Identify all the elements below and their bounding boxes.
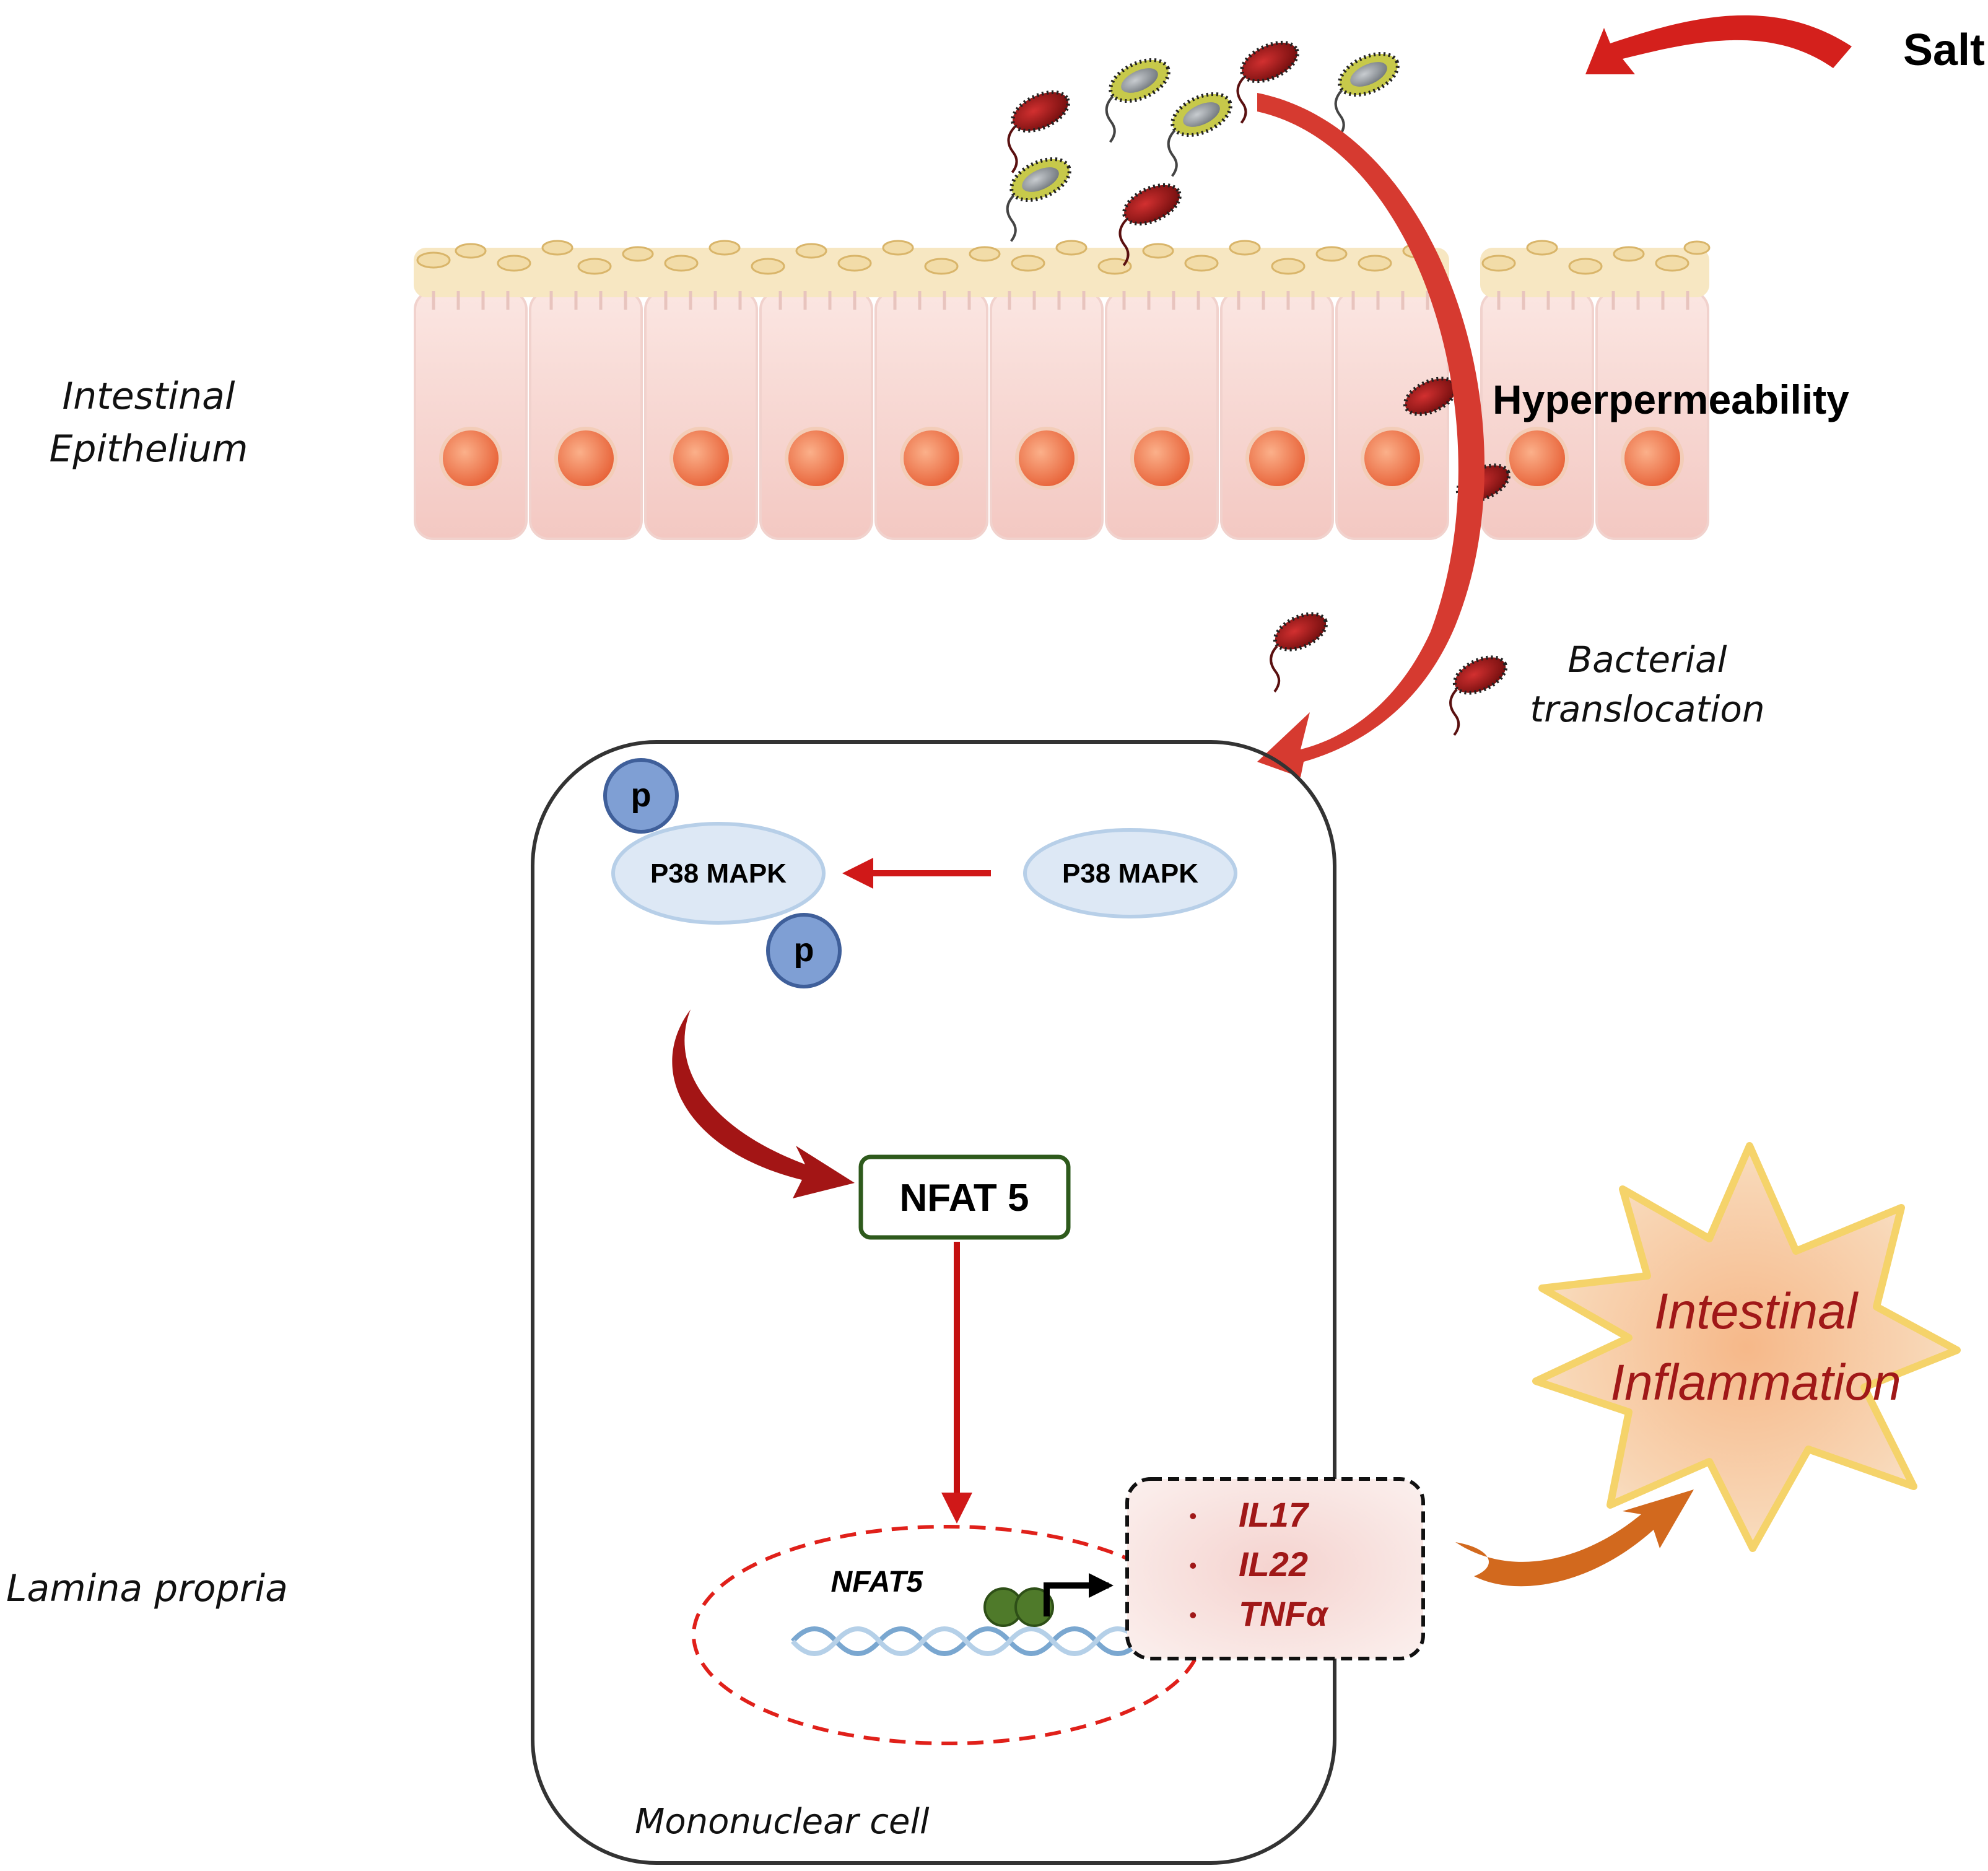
intestinal-epithelium-label-line1: Intestinal: [62, 375, 235, 418]
cytokine-bullet: •: [1189, 1503, 1197, 1529]
bacterial-translocation-label-line1: Bacterial: [1567, 639, 1727, 681]
bacterium-gray-icon: [1006, 157, 1071, 242]
bacterium-red-icon: [1118, 183, 1182, 266]
nucleus: [1506, 427, 1569, 490]
nucleus: [1621, 427, 1684, 490]
nfat5-box: [858, 1154, 1071, 1240]
cytokine-bullet: •: [1189, 1602, 1197, 1628]
epithelial-cell: [1105, 290, 1219, 540]
p38-mapk-inactive-label: P38 MAPK: [1062, 858, 1198, 889]
transcription-start-arrow: [1044, 1573, 1114, 1616]
activation-arrow: [672, 1010, 855, 1198]
nucleus: [1245, 427, 1309, 490]
mononuclear-cell: [531, 740, 1336, 1865]
epithelial-nuclei: [439, 427, 1684, 490]
bacterium-red-icon: [1007, 90, 1070, 173]
epithelial-cell: [644, 290, 758, 540]
nucleus: [1015, 427, 1078, 490]
p38-mapk-active-label: P38 MAPK: [650, 858, 787, 889]
mononuclear-cell-label: Mononuclear cell: [635, 1802, 930, 1842]
epithelial-cell: [1335, 290, 1449, 540]
cytokine-il17: IL17: [1239, 1495, 1310, 1534]
epithelial-cell: [529, 290, 643, 540]
cytokine-bullet: •: [1189, 1553, 1197, 1578]
bacterium-gray-icon: [1334, 51, 1400, 137]
dna-helix-icon: [790, 1626, 1142, 1656]
phospho-group-bottom: [766, 913, 842, 988]
cytokine-il22: IL22: [1239, 1545, 1308, 1584]
nfat5-gene-label: NFAT5: [831, 1566, 924, 1598]
hyperpermeability-label: Hyperpermeability: [1493, 377, 1849, 422]
nucleus: [439, 427, 502, 490]
intestinal-epithelium-label-line2: Epithelium: [50, 427, 248, 471]
nucleus: [785, 427, 848, 490]
bacterium-red-icon: [1236, 40, 1299, 124]
phospho-top-label: p: [631, 777, 652, 814]
phospho-bottom-label: p: [794, 931, 814, 969]
lamina-propria-label: Lamina propria: [6, 1567, 288, 1610]
salt-arrow: [1585, 15, 1852, 74]
epithelial-cell: [874, 290, 988, 540]
salt-label: Salt: [1903, 25, 1985, 75]
epithelial-cell: [990, 290, 1104, 540]
p38-mapk-inactive: [1023, 828, 1237, 918]
microvilli-fingers: [432, 291, 1689, 310]
nucleus: [900, 427, 963, 490]
nucleus: [1361, 427, 1424, 490]
intestinal-epithelium: [414, 240, 1711, 540]
p38-mapk-active: [611, 822, 826, 925]
epithelial-cell: [414, 290, 528, 540]
bacterium-gray-icon: [1105, 58, 1171, 143]
cytokine-tnfa: TNFα: [1239, 1594, 1329, 1633]
nucleus: [1130, 427, 1193, 490]
epithelial-cell: [1220, 290, 1334, 540]
outcome-line1: Intestinal: [1654, 1283, 1859, 1340]
phospho-group-top: [603, 758, 679, 834]
bacterial-translocation-label-line2: translocation: [1530, 688, 1764, 730]
epithelium-cell-row: [414, 290, 1709, 540]
nfat5-box-label: NFAT 5: [900, 1177, 1029, 1219]
translocation-arrow: [1257, 93, 1485, 777]
outcome-line2: Inflammation: [1610, 1354, 1901, 1411]
epithelial-cell: [759, 290, 873, 540]
microvilli-brush-border: [414, 240, 1711, 297]
bacterium-red-icon: [1270, 612, 1328, 693]
inflammation-starburst: [1532, 1142, 1961, 1552]
bacterium-gray-icon: [1167, 92, 1232, 177]
cytokine-box: [1125, 1477, 1425, 1660]
nucleus: [554, 427, 617, 490]
bacterium-red-icon: [1449, 655, 1508, 736]
inflammation-arrow: [1455, 1489, 1694, 1587]
nucleus: [669, 427, 733, 490]
